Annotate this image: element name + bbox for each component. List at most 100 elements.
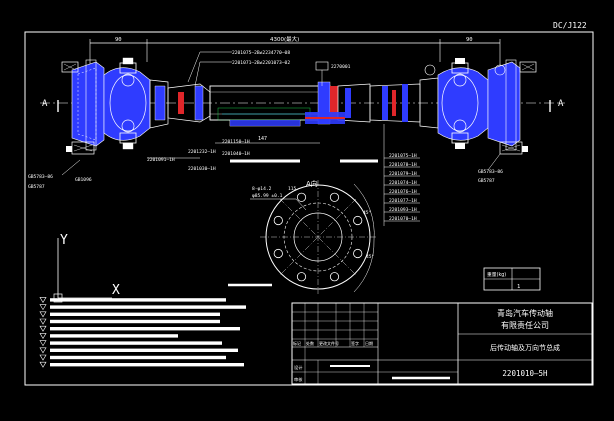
bolt-hole: [296, 192, 307, 202]
flange-width-label: 115: [288, 186, 297, 192]
angle-label-1: 45°: [363, 210, 372, 216]
flange-bolt-holes: [273, 192, 363, 282]
bolt-hole: [296, 272, 307, 282]
note-line-bar: [50, 355, 226, 360]
a-view-annotations: 8-φ14.2 φ85.99 ±0.1 115 45° 45°: [228, 186, 375, 287]
part-label-bottom-1: 2201091—1H: [147, 157, 175, 163]
right-stack-part-label: 2201075—1H: [389, 153, 417, 159]
dim-overall-label: 4300(最大): [270, 35, 299, 43]
part-label-right-1: GB5783—86: [478, 169, 503, 175]
left-bolt-bottom: [66, 141, 95, 155]
right-stack-part-label: 2201076—1H: [389, 189, 417, 195]
note-bullet-icon: [39, 354, 47, 361]
bottom-part-labels: 2201091—1H 2201232—1H 2201030—1H 2201150…: [147, 136, 378, 172]
bolt-hole: [353, 215, 363, 226]
bolt-hole: [273, 215, 283, 226]
centre-coupling: [305, 61, 371, 125]
svg-text:A: A: [558, 99, 564, 109]
drawing-code: DC/J122: [553, 21, 587, 30]
dim-bottom-centre: 147: [258, 136, 267, 142]
note-bullet-icon: [39, 347, 47, 354]
bolt-pcd-label: φ85.99 ±0.1: [252, 193, 283, 199]
note-line-bar: [50, 334, 178, 338]
note-bullet-icon: [39, 340, 47, 347]
left-universal-joint: [71, 57, 169, 151]
a-view-flange: A向: [260, 179, 376, 294]
weight-label: 重量(kg): [487, 271, 506, 278]
note-line-bar: [50, 363, 244, 367]
right-stack-part-label: 2201079—1H: [389, 171, 417, 177]
section-marker-right: A: [549, 99, 564, 112]
note-bullet-icon: [39, 304, 47, 311]
axis-y-label: Y: [60, 233, 68, 248]
note-line-bar: [50, 327, 240, 331]
dim-right-label: 90: [466, 37, 473, 43]
title-header-date: 日期: [365, 340, 373, 346]
note-line-bar: [50, 298, 226, 302]
top-part-labels: 2201075—2B≠2234770—08 2201071—2B≠2201073…: [187, 50, 351, 87]
part-label-left-1: GB5783—86: [28, 174, 53, 180]
section-marker-left: A: [42, 99, 59, 112]
title-block: 标记 处数 更改文件号 签字 日期 设计 审核 青岛汽车传动轴 有限责任公司 后…: [291, 302, 593, 385]
right-stack-part-label: 2201074—1H: [389, 180, 417, 186]
top-dimension: 90 4300(最大) 90: [89, 35, 501, 70]
bolt-hole: [273, 248, 283, 259]
note-line-bar: [50, 341, 222, 345]
note-bullet-icon: [39, 333, 47, 339]
angle-label-2: 45°: [366, 254, 375, 260]
title-header-count: 处数: [306, 340, 314, 346]
technical-notes: [39, 297, 246, 368]
note-line-bar: [50, 312, 220, 316]
note-line-bar: [50, 305, 246, 309]
ucs-axis-indicator: Y X: [53, 233, 120, 303]
left-bolt-top: [61, 61, 79, 73]
part-label-left-2: GB5787: [28, 184, 45, 190]
part-label-left-3: GB1096: [75, 177, 92, 183]
part-label-top-2: 2201071—2B≠2201073—02: [232, 60, 290, 66]
note-bullet-icon: [39, 311, 47, 318]
left-outer-labels: GB5783—86 GB5787 GB1096: [28, 159, 92, 190]
right-universal-joint: [419, 58, 521, 151]
right-part-number-stack: 2201075—1H 2201078—1H 2201079—1H 2201074—1H…: [383, 124, 420, 226]
axis-x-label: X: [112, 283, 120, 298]
svg-text:A: A: [42, 99, 48, 109]
note-bullet-icon: [39, 297, 47, 303]
title-header-sign: 签字: [351, 340, 359, 346]
drawing-number: 2201010—5H: [502, 369, 548, 378]
part-label-right-2: GB5787: [478, 178, 495, 184]
title-role-review: 审核: [294, 376, 303, 383]
note-line-bar: [50, 348, 238, 352]
bolt-hole: [329, 272, 340, 282]
title-role-design: 设计: [294, 364, 302, 371]
part-label-bottom-3: 2201030—1H: [188, 166, 216, 172]
right-bolt-top: [519, 61, 537, 73]
note-bullet-icon: [39, 318, 47, 325]
part-label-top-centre: 2270001: [331, 64, 351, 70]
bolt-hole: [353, 248, 363, 259]
note-line-bar: [50, 319, 220, 324]
note-bullet-icon: [39, 325, 47, 332]
drawing-title: 后传动轴及万向节总成: [490, 343, 560, 352]
title-header-mark: 标记: [293, 340, 301, 346]
note-bullet-icon: [39, 361, 47, 368]
right-stack-part-label: 2201078—1H: [389, 162, 417, 168]
right-outer-labels: GB5783—86 GB5787: [478, 153, 503, 184]
dim-left-label: 90: [115, 37, 122, 43]
bolt-spec-label: 8-φ14.2: [252, 186, 272, 192]
company-name-line-1: 青岛汽车传动轴: [497, 308, 553, 318]
weight-scale-table: 重量(kg) 1: [483, 267, 541, 291]
right-bolt-bottom: [499, 141, 528, 155]
part-label-top-1: 2201075—2B≠2234770—08: [232, 50, 290, 56]
title-header-change: 更改文件号: [319, 340, 339, 346]
right-stack-part-label: 2201070—1H: [389, 216, 417, 222]
right-stack-part-label: 2201093—1H: [389, 207, 417, 213]
part-label-bottom-4: 2201150—1H: [222, 139, 250, 145]
part-label-bottom-5: 2201040—1H: [222, 151, 250, 157]
part-label-bottom-2: 2201232—1H: [188, 149, 216, 155]
scale-value: 1: [517, 284, 520, 290]
bolt-hole: [329, 192, 340, 202]
right-stack-part-label: 2201077—1H: [389, 198, 417, 204]
drawing-border: [24, 31, 594, 386]
